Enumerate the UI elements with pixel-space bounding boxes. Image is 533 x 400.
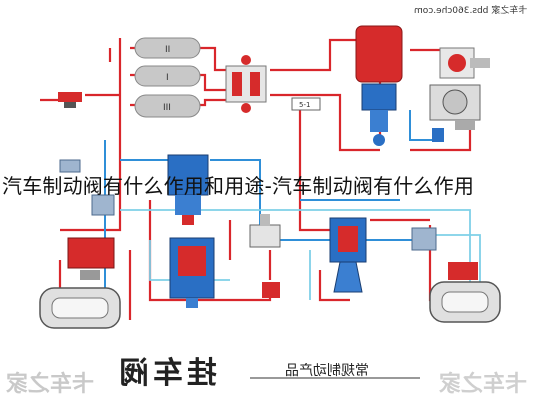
hand-brake-valve: [249, 214, 281, 248]
center-relay-valve: [169, 237, 215, 308]
corner-logo-left: 卡车之家: [6, 371, 95, 397]
left-wheel-chamber: [39, 287, 121, 329]
banner-sub-text: 常规制动产品: [285, 363, 369, 379]
air-tank-iii: III: [134, 94, 201, 118]
pressure-regulator: [439, 47, 490, 79]
pressure-switch-right: [432, 128, 444, 142]
relay-valve-left: [91, 194, 115, 216]
air-tank-i: I: [134, 65, 201, 87]
banner-main-text: 挂车阀: [115, 356, 217, 391]
small-red-valve: [262, 282, 280, 298]
foot-brake-valve: [167, 154, 209, 225]
watermark: 卡车之家 bbs.360che.com: [413, 6, 527, 16]
tank-label-ii: II: [165, 45, 170, 55]
trailer-control-valve: [329, 217, 367, 293]
right-relay-valve: [411, 227, 437, 251]
four-circuit-protection-valve: [225, 55, 267, 113]
page-title: 汽车制动阀有什么作用和用途-汽车制动阀有什么作用: [2, 174, 475, 198]
air-tank-ii: II: [134, 37, 201, 59]
blue-pipelines: [104, 110, 440, 300]
small-tag: 5-1: [291, 97, 321, 111]
tank-label-iii: III: [163, 103, 171, 113]
air-dryer: [355, 25, 403, 146]
right-wheel-chamber: [429, 262, 501, 323]
quick-release-valve: [59, 159, 81, 173]
corner-logo-right: 卡车之家: [438, 371, 527, 397]
tank-label-i: I: [166, 73, 169, 83]
left-brake-chamber: [67, 237, 115, 280]
air-compressor: [429, 84, 481, 130]
small-tag-label: 5-1: [299, 101, 310, 109]
drain-valve-left: [58, 92, 82, 108]
bottom-banner: 挂车阀 常规制动产品: [115, 348, 415, 391]
